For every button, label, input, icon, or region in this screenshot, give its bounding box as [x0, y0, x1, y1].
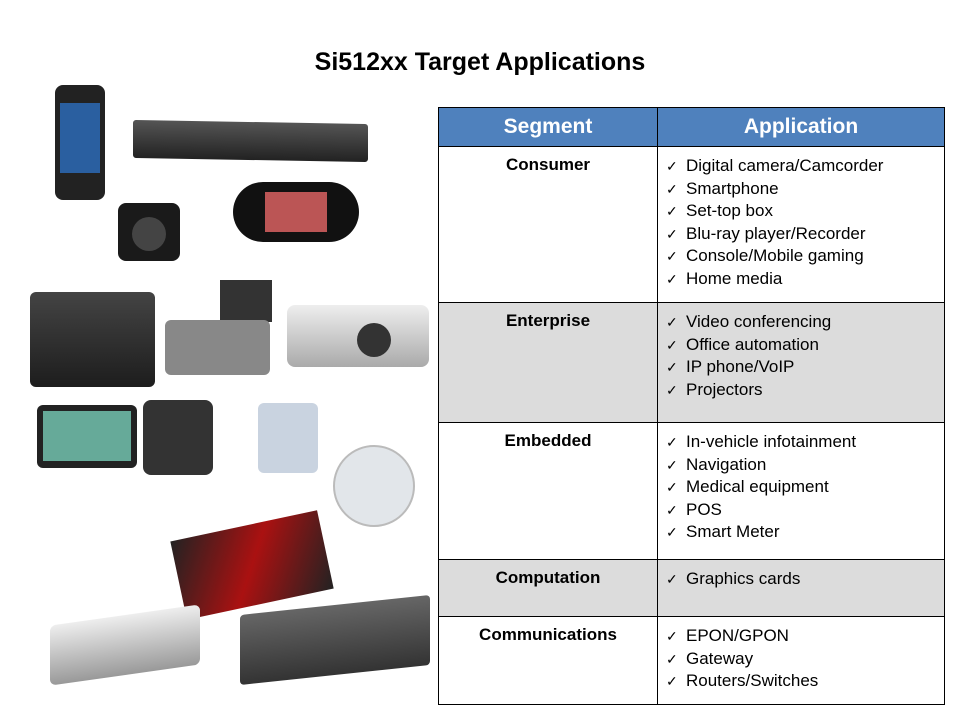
printer-image [30, 292, 155, 387]
check-icon: ✓ [666, 479, 678, 495]
application-cell: ✓ In-vehicle infotainment ✓ Navigation ✓ Medi… [657, 422, 945, 560]
pos-terminal-image [143, 400, 213, 475]
segment-cell: Communications [438, 616, 658, 705]
application-item: ✓ Navigation [666, 454, 943, 477]
check-icon: ✓ [666, 158, 678, 174]
application-label: Blu-ray player/Recorder [686, 223, 866, 243]
application-label: Navigation [686, 454, 767, 474]
application-cell: ✓ Graphics cards [657, 559, 945, 617]
check-icon: ✓ [666, 336, 678, 353]
table-header-row: Segment Application [438, 107, 945, 147]
application-label: Office automation [686, 334, 819, 354]
header-application: Application [657, 107, 945, 147]
application-item: ✓ In-vehicle infotainment [666, 431, 943, 454]
check-icon: ✓ [666, 225, 678, 242]
application-item: ✓ Medical equipment [666, 476, 943, 499]
segment-cell: Enterprise [438, 302, 658, 423]
application-label: Graphics cards [686, 569, 801, 588]
application-item: ✓ Projectors [666, 379, 943, 402]
check-icon: ✓ [666, 524, 678, 540]
table-row: Embedded ✓ In-vehicle infotainment ✓ Navigat… [438, 422, 945, 560]
segment-cell: Computation [438, 559, 658, 617]
application-label: Smart Meter [686, 522, 780, 541]
gps-navigation-image [37, 405, 137, 468]
table-row: Enterprise ✓ Video conferencing ✓ Office aut… [438, 302, 945, 423]
application-label: Home media [686, 268, 783, 288]
application-label: Projectors [686, 379, 763, 399]
check-icon: ✓ [666, 180, 678, 197]
graphics-card-image [170, 510, 334, 620]
application-item: ✓ Digital camera/Camcorder [666, 155, 943, 178]
table-row: Communications ✓ EPON/GPON ✓ Gateway ✓ Routers… [438, 616, 945, 705]
application-label: Routers/Switches [686, 671, 819, 690]
check-icon: ✓ [666, 359, 678, 375]
application-item: ✓ EPON/GPON [666, 625, 943, 648]
application-item: ✓ Graphics cards [666, 568, 943, 591]
application-cell: ✓ Digital camera/Camcorder ✓ Smartphone ✓ Set… [657, 146, 945, 303]
application-label: Console/Mobile gaming [686, 246, 864, 265]
application-item: ✓ POS [666, 499, 943, 522]
application-item: ✓ Gateway [666, 648, 943, 671]
application-label: Video conferencing [686, 312, 832, 331]
set-top-box-image [133, 119, 368, 163]
application-label: Set-top box [686, 201, 773, 220]
check-icon: ✓ [666, 203, 678, 219]
application-label: Gateway [686, 648, 754, 668]
network-switch-image [240, 595, 430, 685]
segment-cell: Consumer [438, 146, 658, 303]
handheld-console-image [233, 182, 359, 242]
camera-image [118, 203, 180, 261]
application-item: ✓ Console/Mobile gaming [666, 245, 943, 268]
application-label: POS [686, 499, 722, 519]
check-icon: ✓ [666, 673, 678, 689]
application-item: ✓ Smart Meter [666, 521, 943, 544]
medical-monitor-image [258, 403, 318, 473]
application-item: ✓ Office automation [666, 334, 943, 357]
smartphone-image [55, 85, 105, 200]
application-cell: ✓ EPON/GPON ✓ Gateway ✓ Routers/Switches [657, 616, 945, 705]
gateway-router-image [50, 604, 200, 686]
application-item: ✓ Home media [666, 268, 943, 291]
segment-cell: Embedded [438, 422, 658, 560]
application-item: ✓ Video conferencing [666, 311, 943, 334]
application-item: ✓ IP phone/VoIP [666, 356, 943, 379]
application-item: ✓ Blu-ray player/Recorder [666, 223, 943, 246]
segment-application-table: Segment Application Consumer ✓ Digital cam… [438, 107, 945, 705]
check-icon: ✓ [666, 456, 678, 473]
check-icon: ✓ [666, 434, 678, 450]
application-label: IP phone/VoIP [686, 357, 795, 376]
application-cell: ✓ Video conferencing ✓ Office automation ✓ IP… [657, 302, 945, 423]
check-icon: ✓ [666, 628, 678, 644]
check-icon: ✓ [666, 248, 678, 264]
application-label: In-vehicle infotainment [686, 432, 857, 451]
check-icon: ✓ [666, 571, 678, 587]
check-icon: ✓ [666, 270, 678, 287]
smart-meter-image [333, 445, 415, 527]
application-label: Smartphone [686, 178, 779, 198]
slide-title: Si512xx Target Applications [314, 48, 646, 76]
application-item: ✓ Set-top box [666, 200, 943, 223]
header-segment: Segment [438, 107, 658, 147]
application-item: ✓ Routers/Switches [666, 670, 943, 693]
application-label: Medical equipment [686, 477, 829, 496]
check-icon: ✓ [666, 501, 678, 518]
application-item: ✓ Smartphone [666, 178, 943, 201]
check-icon: ✓ [666, 650, 678, 667]
table-row: Computation ✓ Graphics cards [438, 559, 945, 617]
projector-image [287, 305, 429, 367]
check-icon: ✓ [666, 381, 678, 398]
application-label: EPON/GPON [686, 626, 789, 645]
video-phone-image [165, 280, 275, 380]
table-row: Consumer ✓ Digital camera/Camcorder ✓ Smartp… [438, 146, 945, 303]
check-icon: ✓ [666, 314, 678, 330]
application-label: Digital camera/Camcorder [686, 156, 884, 175]
